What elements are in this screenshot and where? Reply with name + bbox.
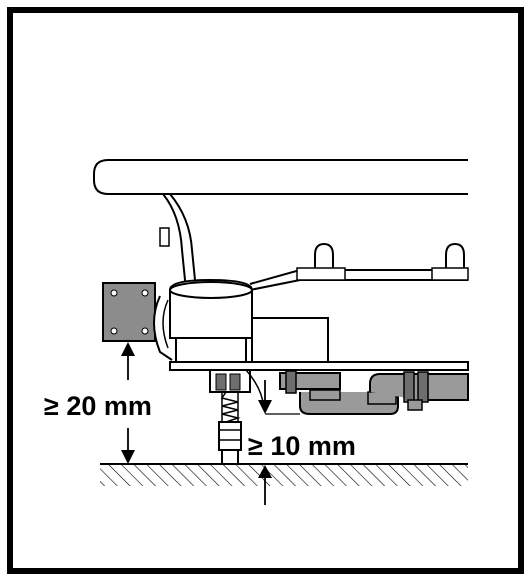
machine-housing <box>93 159 468 195</box>
drain-hose <box>279 370 469 415</box>
clearance-10mm-label: ≥ 10 mm <box>248 431 356 461</box>
hanging-lever <box>159 193 197 291</box>
clearance-20mm-label: ≥ 20 mm <box>44 391 152 421</box>
frame-rail <box>249 242 469 291</box>
dimension-20mm <box>121 342 135 464</box>
outer-border <box>7 7 524 574</box>
floor <box>100 463 468 486</box>
adjustable-foot <box>209 369 251 465</box>
drive-block <box>251 317 329 363</box>
mount-plate <box>102 282 156 342</box>
base-plate <box>169 361 469 371</box>
motor-unit <box>153 278 253 363</box>
dimension-10mm <box>258 380 300 505</box>
